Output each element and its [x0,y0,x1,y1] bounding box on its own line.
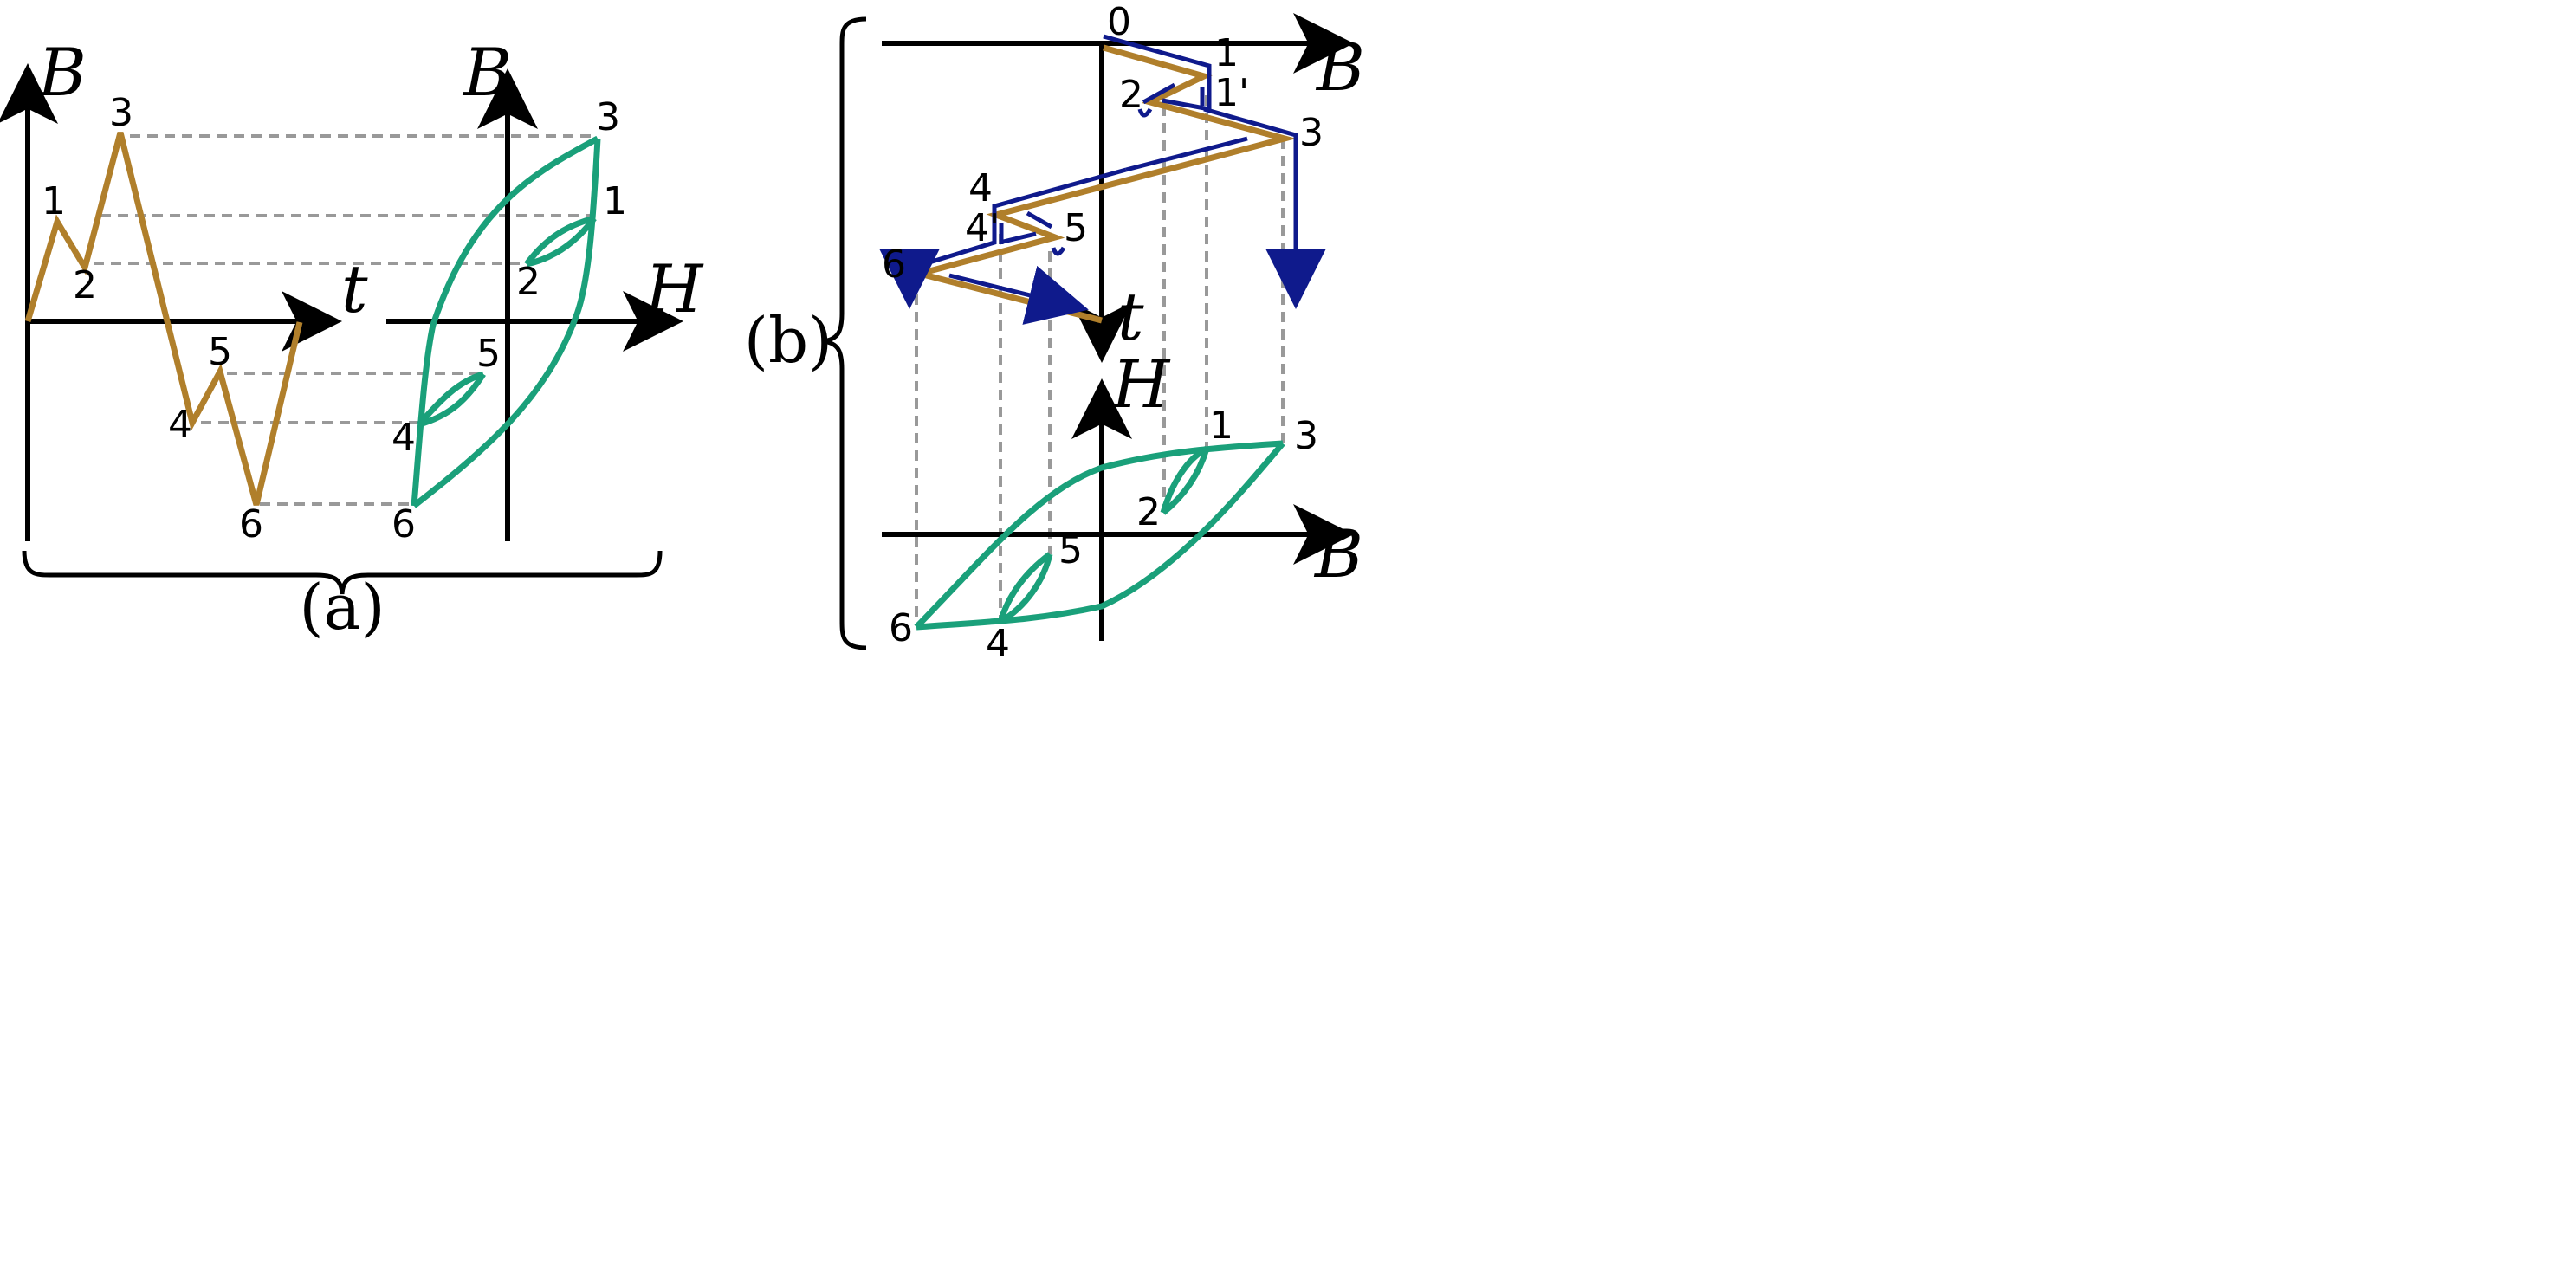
b-switching-path-3-4 [1125,136,1248,172]
b-loop-point-label: 2 [1136,490,1161,534]
a-minor-loop-1-2-upper [524,215,595,267]
b-minor-loop-1-2-left [1160,445,1208,514]
a-time-point-label: 1 [42,179,66,223]
b-loop-point-label: 6 [889,606,913,650]
b-loop-point-label: 3 [1294,414,1318,458]
b-loop-point-label: 5 [1058,528,1083,572]
b-time-x-axis-label: B [1315,29,1365,106]
a-loop-point-label: 4 [392,416,416,460]
b-switching-tick-2 [1142,82,1176,105]
b-loop-point-label: 1 [1209,404,1233,448]
b-time-point-label: 4 [968,166,993,210]
b-time-point-label: 4' [965,206,1000,250]
b-time-point-label: 3 [1299,111,1324,155]
b-switching-tick-4p-5 [999,231,1037,245]
a-minor-loop-1-2-lower [526,216,597,268]
b-switching-hook-2 [1137,107,1153,118]
b-time-point-label: 0 [1107,0,1131,44]
b-switching-tick-5 [1026,210,1053,230]
b-time-point-label: 5 [1064,206,1088,250]
b-switching-hook-5 [1051,246,1066,256]
b-switching-path-6-t [948,265,1089,325]
b-time-point-label: 6 [882,243,906,287]
b-hysteresis-loops [914,440,1285,631]
b-switching-path-4-6 [879,167,1127,309]
a-time-point-label: 5 [208,330,232,374]
a-field-trajectory [24,132,303,506]
b-caption: (b) [744,304,832,377]
a-curly-brace [22,550,663,595]
b-time-point-label: 1' [1214,71,1249,115]
a-minor-loop-4-5-upper [417,371,485,427]
b-major-loop-lower [916,441,1285,631]
a-loop-point-label: 2 [516,260,540,304]
a-time-x-axis-label: t [341,250,368,327]
a-loop-x-axis-label: H [644,250,704,327]
b-loop-x-axis-label: B [1313,515,1363,592]
b-time-point-label: 1 [1214,31,1239,75]
panel-b-projection-lines [915,95,1285,624]
a-time-point-label: 6 [239,502,263,546]
b-minor-loop-4-5-right [999,553,1053,625]
a-loop-point-label: 6 [392,502,416,546]
b-major-loop-upper [914,440,1284,630]
b-minor-loop-1-2-right [1161,447,1210,515]
b-time-t-axis-label: t [1117,278,1144,355]
a-hysteresis-loops [411,135,601,508]
panel-a: B t B H 1 2 3 4 5 6 1 2 3 4 5 6 (a) [0,34,704,643]
b-switching-path-3 [1203,107,1326,309]
a-time-point-label: 3 [109,91,133,135]
b-loop-y-axis-label: H [1110,346,1171,423]
a-loop-y-axis-label: B [462,34,512,111]
b-field-trajectory [908,44,1297,324]
a-time-point-label: 2 [73,263,97,307]
a-loop-point-label: 3 [596,95,620,139]
a-loop-point-label: 5 [476,332,501,376]
a-time-y-axis-label: B [36,34,87,111]
b-loop-point-label: 4 [986,622,1010,666]
a-loop-point-label: 1 [603,179,627,223]
b-minor-loop-4-5-left [997,552,1052,624]
a-time-point-label: 4 [168,403,192,447]
a-caption: (a) [299,571,385,643]
a-major-loop-ascending [411,135,599,507]
panel-b: (b) [744,0,1365,666]
b-time-point-label: 2 [1119,73,1143,117]
a-minor-loop-4-5-lower [418,372,486,428]
b-switching-path-0-1 [1103,34,1212,113]
a-major-loop-descending [411,138,601,508]
b-curly-brace [822,16,867,650]
b-switching-path [879,34,1326,325]
